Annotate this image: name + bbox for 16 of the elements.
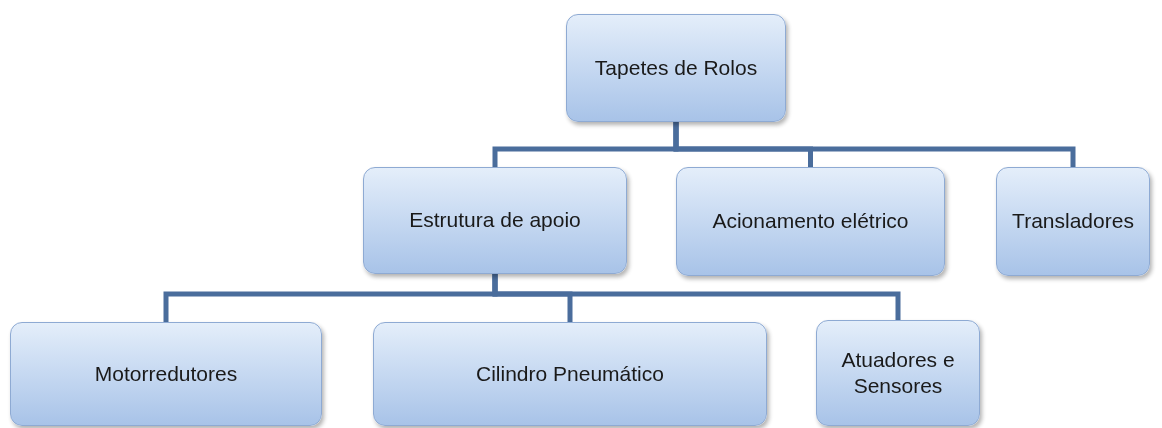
node-label: Cilindro Pneumático bbox=[476, 360, 664, 387]
node-label: Motorredutores bbox=[94, 360, 238, 387]
hierarchy-box bbox=[676, 167, 945, 276]
node-label: Transladores bbox=[1012, 208, 1134, 235]
hierarchy-box bbox=[373, 322, 767, 426]
connector-line bbox=[673, 122, 1076, 167]
node-label: Tapetes de Rolos bbox=[594, 54, 758, 81]
hierarchy-box bbox=[816, 320, 980, 426]
hierarchy-box bbox=[363, 167, 627, 274]
node-label: Estrutura de apoio bbox=[409, 207, 581, 234]
node-label: Atuadores e Sensores bbox=[840, 346, 956, 399]
hierarchy-box bbox=[996, 167, 1150, 276]
connector-line bbox=[492, 274, 901, 320]
node-label: Acionamento elétrico bbox=[712, 208, 909, 235]
hierarchy-box bbox=[566, 14, 786, 122]
hierarchy-box bbox=[10, 322, 322, 426]
